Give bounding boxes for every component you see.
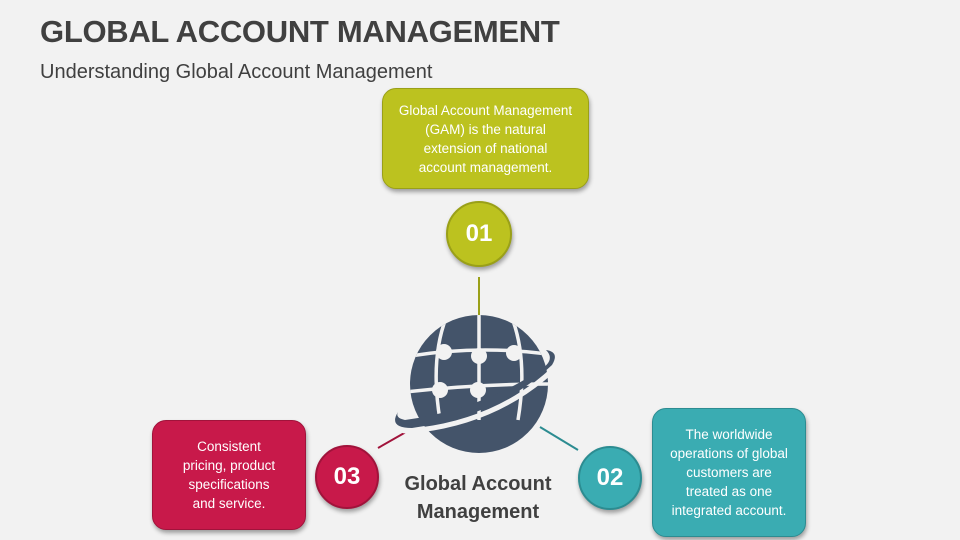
item-02-card: The worldwide operations of global custo… <box>652 408 806 537</box>
item-03-number: 03 <box>333 463 361 490</box>
item-02-badge: 02 <box>578 446 642 510</box>
connector-03 <box>377 431 407 449</box>
item-03-card: Consistent pricing, product specificatio… <box>152 420 306 530</box>
page-title: GLOBAL ACCOUNT MANAGEMENT <box>40 14 560 49</box>
page-subtitle: Understanding Global Account Management <box>40 61 433 83</box>
item-03-text: Consistent pricing, product specificatio… <box>182 439 276 511</box>
item-02-number: 02 <box>596 464 624 491</box>
item-01-badge: 01 <box>446 201 512 267</box>
center-label: Global Account Management <box>404 473 552 523</box>
item-01-card: Global Account Management (GAM) is the n… <box>382 88 589 189</box>
item-01-number: 01 <box>465 220 493 247</box>
globe-orbit-icon <box>394 315 562 453</box>
connector-02 <box>539 426 579 451</box>
item-01-text: Global Account Management (GAM) is the n… <box>398 102 573 175</box>
item-03-badge: 03 <box>315 445 379 509</box>
item-02-text: The worldwide operations of global custo… <box>670 427 788 518</box>
